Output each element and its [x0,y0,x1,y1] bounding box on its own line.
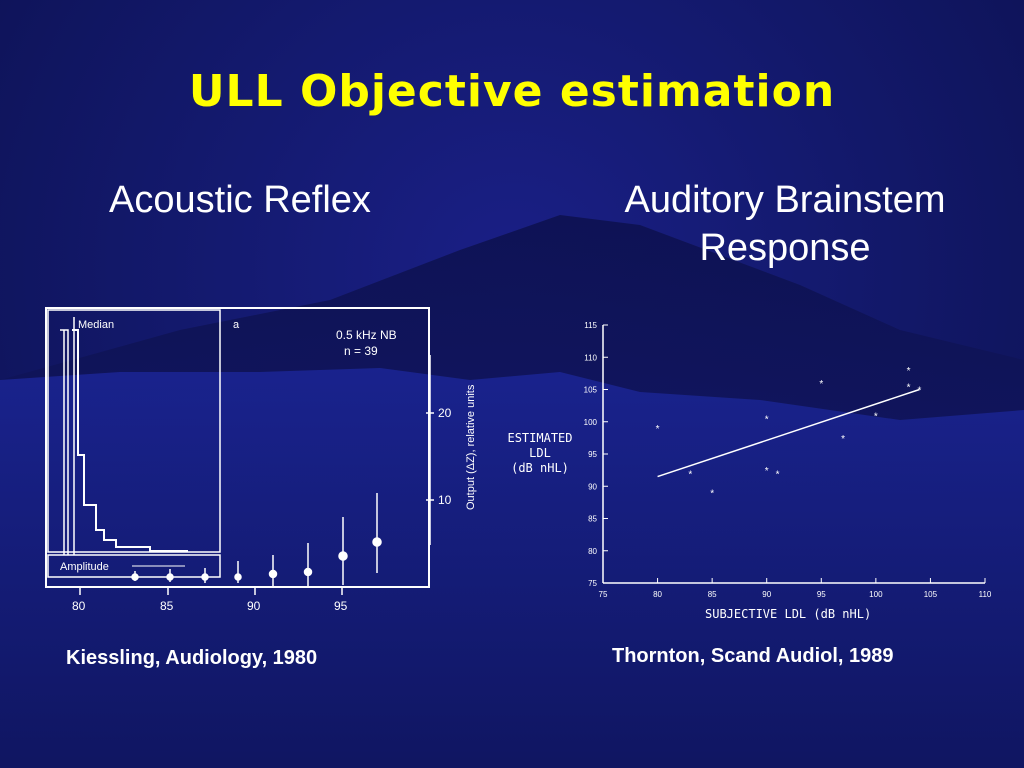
x-tick-label-95: 95 [334,599,348,613]
inset-box [47,309,221,553]
histogram-step [72,329,188,552]
left-caption: Kiessling, Audiology, 1980 [66,647,318,669]
y-axis-label-line: LDL [529,446,551,460]
acoustic-reflex-figure: Median a 0.5 kHz NB n = 39 Amplitude 20 … [45,307,477,613]
data-point: * [907,382,911,393]
data-point: * [765,415,769,426]
x-tick-label: 90 [762,590,771,599]
slide-title: ULL Objective estimation [188,66,836,117]
x-tick-label-80: 80 [72,599,86,613]
x-tick-label: 105 [924,590,938,599]
x-tick-label: 75 [599,590,608,599]
y-tick-label: 95 [588,450,597,459]
inset-label: Median [78,319,114,331]
y-tick-label: 85 [588,515,597,524]
condition-line1: 0.5 kHz NB [336,328,397,342]
axes: 75 80 85 90 95 100 105 110 115 75 80 85 90 95 100 105 11… [584,321,992,599]
growth-data [131,493,382,587]
data-point: * [765,466,769,477]
right-heading: Auditory Brainstem Response [570,176,1000,272]
data-point: * [874,411,878,422]
histogram-left [60,329,69,555]
data-point: * [907,366,911,377]
data-point: * [710,489,714,500]
right-caption: Thornton, Scand Audiol, 1989 [612,645,894,667]
y-tick-label: 105 [584,386,598,395]
figure-frame [45,307,430,588]
y-tick-label: 90 [588,482,597,491]
x-tick-label: 95 [817,590,826,599]
x-tick-label: 80 [653,590,662,599]
y-tick-label: 75 [588,579,597,588]
left-heading: Acoustic Reflex [109,179,371,221]
x-tick-label-90: 90 [247,599,261,613]
x-tick-label: 85 [708,590,717,599]
y-axis-label-line: (dB nHL) [511,461,569,475]
panel-letter: a [233,319,240,331]
y-tick-label: 110 [584,353,597,362]
data-point: * [819,379,823,390]
data-point: * [688,469,692,480]
data-point: * [918,386,922,397]
y-tick-label: 100 [584,418,598,427]
y-tick-label: 115 [584,321,597,330]
x-tick-label: 100 [869,590,883,599]
x-axis-label: SUBJECTIVE LDL (dB nHL) [705,607,871,621]
right-axis-label: Output (ΔZ), relative units [465,384,477,510]
condition-line2: n = 39 [344,344,378,358]
right-heading-line2: Response [699,227,871,269]
x-tick-label: 110 [979,590,992,599]
data-marks: * * * * * * * * * * * * [656,366,922,500]
right-tick-label-20: 20 [438,406,452,420]
data-point: * [841,434,845,445]
y-tick-label: 80 [588,547,597,556]
x-ticks [79,587,343,595]
x-tick-label-85: 85 [160,599,174,613]
right-heading-line1: Auditory Brainstem [624,179,946,221]
data-point: * [656,424,660,435]
amplitude-label: Amplitude [60,561,109,573]
regression-line [657,388,920,478]
data-point: * [776,469,780,480]
y-axis-label-line: ESTIMATED [507,431,572,445]
right-tick-label-10: 10 [438,493,452,507]
